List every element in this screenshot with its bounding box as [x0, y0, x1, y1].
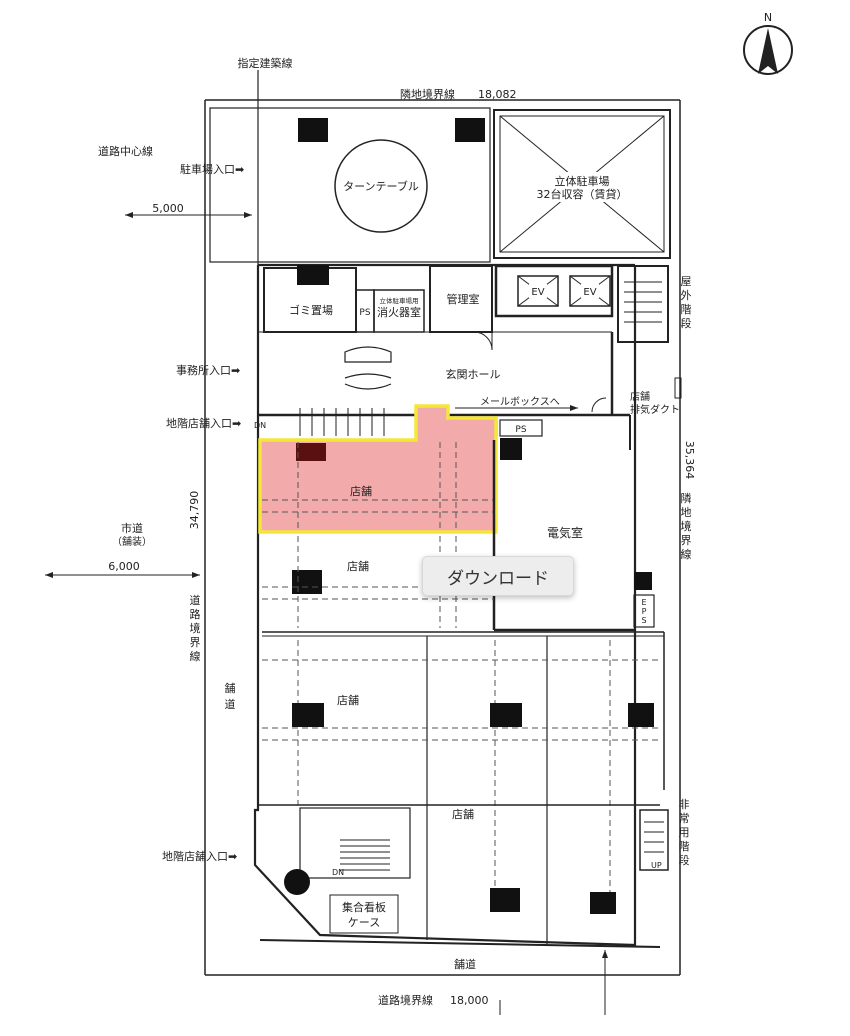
fire-room-label: 消火器室	[377, 305, 421, 319]
svg-text:路: 路	[190, 608, 201, 621]
svg-text:用: 用	[679, 826, 690, 839]
designated-line-label: 指定建築線	[238, 56, 293, 70]
outdoor-stairs-label: 屋 外 階 段	[681, 275, 692, 330]
fire-room-small-label: 立体駐車場用	[380, 296, 419, 305]
shop-label-3: 店舗	[337, 693, 359, 707]
neighbor-boundary-right-label: 隣 地 境 界 線	[681, 491, 692, 561]
svg-text:線: 線	[681, 547, 692, 561]
svg-text:階: 階	[679, 839, 690, 853]
shop-label-highlight: 店舗	[350, 484, 372, 498]
svg-text:外: 外	[681, 289, 692, 302]
dim-right: 35,364	[683, 441, 696, 480]
svg-text:段: 段	[681, 316, 692, 330]
svg-text:地: 地	[681, 506, 692, 519]
turntable	[334, 139, 428, 233]
shop-label-2: 店舗	[347, 559, 369, 573]
ev-label-2: EV	[583, 287, 596, 298]
stairs-upper	[299, 408, 385, 436]
svg-text:道: 道	[225, 697, 236, 711]
management-label: 管理室	[447, 292, 480, 306]
shop-exhaust-label-2: 排気ダクト	[630, 403, 680, 416]
elevator-2: EV	[569, 275, 611, 307]
svg-text:段: 段	[679, 853, 690, 867]
svg-text:道: 道	[190, 593, 201, 607]
svg-text:界: 界	[681, 534, 692, 547]
underground-entrance-2-label: 地階店舗入口➡	[162, 849, 237, 863]
sidewalk-left-label: 舗 道	[225, 681, 236, 711]
ps-label-3: PS	[515, 425, 526, 435]
svg-text:線: 線	[190, 649, 201, 663]
svg-text:P: P	[642, 607, 647, 616]
svg-text:隣: 隣	[681, 491, 692, 505]
road-center-label: 道路中心線	[98, 144, 153, 158]
city-road-label-2: （舗装）	[112, 535, 152, 548]
svg-text:階: 階	[681, 302, 692, 316]
north-arrow-icon: N	[743, 11, 793, 75]
electric-room-label: 電気室	[547, 525, 583, 540]
stairs-lower	[340, 839, 390, 871]
dim-bottom: 18,000	[450, 994, 489, 1007]
dim-top: 18,082	[478, 88, 517, 101]
shop-label-4: 店舗	[452, 807, 474, 821]
elevator-1: EV	[517, 275, 559, 307]
office-entrance-label: 事務所入口➡	[176, 363, 240, 377]
emergency-stairs-label: 非 常 用 階 段	[679, 798, 690, 867]
highlighted-shop[interactable]	[258, 404, 498, 534]
parking-label-2: 32台収容（賃貸）	[537, 187, 628, 201]
svg-text:舗: 舗	[225, 681, 236, 695]
city-road-label-1: 市道	[121, 521, 143, 535]
dn-label-2: DN	[332, 868, 344, 877]
neighbor-boundary-top-label: 隣地境界線	[400, 87, 455, 101]
mailbox-label: メールボックスへ	[480, 396, 560, 408]
parking-entrance-label: 駐車場入口➡	[180, 162, 244, 176]
sidewalk-bottom-label: 舗道	[454, 957, 476, 971]
ps-label-1: PS	[359, 308, 370, 318]
dim-6000: 6,000	[108, 560, 140, 573]
parking-label-1: 立体駐車場	[555, 174, 610, 188]
svg-text:界: 界	[190, 636, 201, 649]
svg-text:境: 境	[681, 519, 692, 533]
dn-label-1: DN	[254, 421, 266, 430]
svg-text:屋: 屋	[681, 275, 692, 288]
svg-text:常: 常	[679, 812, 690, 825]
svg-text:E: E	[641, 598, 646, 607]
signboard-label-2: ケース	[348, 916, 380, 929]
lobby-label: 玄関ホール	[446, 367, 501, 381]
road-boundary-left-label: 道 路 境 界 線	[190, 593, 201, 663]
up-label: UP	[651, 861, 662, 870]
ev-label-1: EV	[531, 287, 544, 298]
svg-text:S: S	[641, 616, 646, 625]
north-label: N	[764, 11, 772, 24]
dim-side: 34,790	[188, 491, 201, 530]
turntable-label: ターンテーブル	[343, 179, 419, 193]
road-boundary-bottom-label: 道路境界線	[378, 993, 433, 1007]
dim-5000: 5,000	[152, 202, 184, 215]
svg-text:非: 非	[679, 798, 690, 811]
underground-entrance-1-label: 地階店舗入口➡	[166, 416, 241, 430]
svg-text:境: 境	[190, 621, 201, 635]
signboard-label-1: 集合看板	[342, 900, 386, 914]
garbage-label: ゴミ置場	[289, 303, 333, 317]
shop-exhaust-label-1: 店舗	[630, 390, 650, 403]
download-button[interactable]: ダウンロード	[422, 556, 574, 596]
multistory-parking	[493, 109, 671, 259]
eps-label: E P S	[641, 598, 646, 625]
